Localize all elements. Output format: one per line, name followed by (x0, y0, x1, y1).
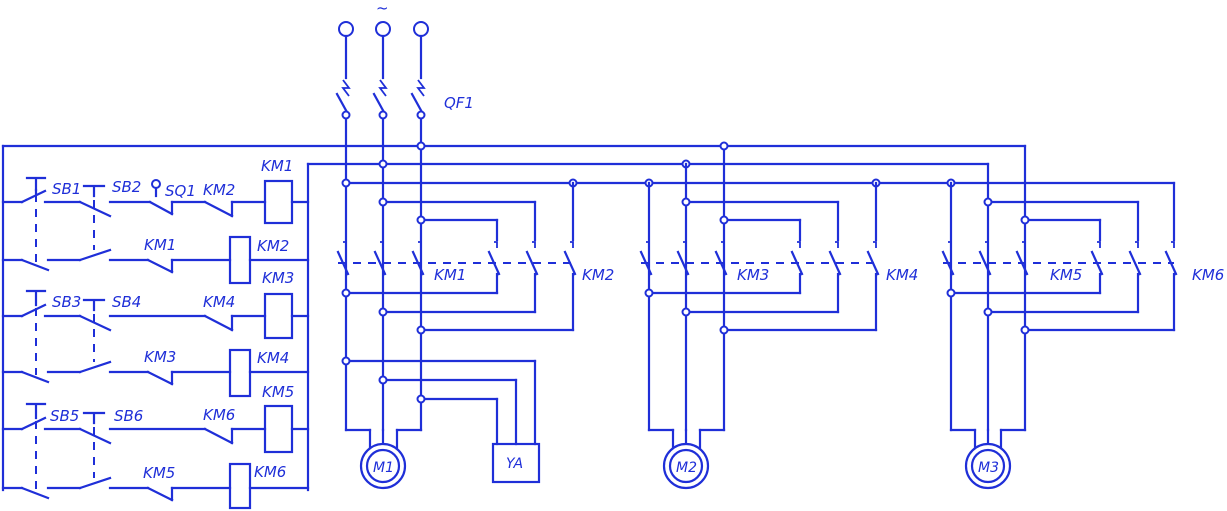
label-m3: M3 (978, 460, 999, 476)
coil-km4 (228, 348, 252, 398)
power-group-3: KM5 KM6 M3 (941, 162, 1224, 490)
label-sq1: SQ1 (165, 182, 196, 200)
label-sb6: SB6 (114, 407, 143, 425)
pushbutton-sb1 (20, 176, 50, 272)
label-contact-row2: KM1 (144, 236, 176, 254)
motor-m3 (964, 442, 1012, 490)
label-contact-row5: KM6 (203, 406, 235, 424)
label-km3-power: KM3 (737, 266, 769, 284)
motor-m2 (662, 442, 710, 490)
supply-terminals: ~ (338, 0, 429, 97)
label-km2-power: KM2 (582, 266, 614, 284)
label-contact-row6: KM5 (143, 464, 175, 482)
coil-km6 (228, 462, 252, 510)
label-sb1: SB1 (52, 180, 81, 198)
power-group-2: KM3 KM4 M2 (639, 162, 918, 490)
pushbutton-sb5 (20, 402, 50, 500)
label-km6-power: KM6 (1192, 266, 1224, 284)
label-coil-row4: KM4 (257, 349, 289, 367)
label-sb3: SB3 (52, 293, 81, 311)
label-coil-row3: KM3 (262, 269, 294, 287)
label-coil-row2: KM2 (257, 237, 289, 255)
label-m1: M1 (373, 460, 394, 476)
label-contact-row1: KM2 (203, 181, 235, 199)
label-sb5: SB5 (50, 407, 79, 425)
label-m2: M2 (676, 460, 697, 476)
brake-ya (491, 442, 541, 484)
coil-km3 (263, 292, 294, 340)
power-buses (1, 117, 1176, 432)
coil-km2 (228, 235, 252, 285)
interlock-contacts (146, 200, 234, 502)
ac-symbol: ~ (376, 0, 389, 17)
label-sb4: SB4 (112, 293, 141, 311)
label-brake: YA (506, 456, 523, 472)
pushbutton-sb3 (20, 289, 50, 384)
pushbutton-sb2 (78, 184, 112, 262)
label-contact-row4: KM3 (144, 348, 176, 366)
label-sb2: SB2 (112, 178, 141, 196)
motor-m1 (359, 442, 407, 490)
label-coil-row6: KM6 (254, 463, 286, 481)
label-coil-row5: KM5 (262, 383, 294, 401)
coil-km1 (263, 179, 294, 225)
limit-switch-sq1 (148, 179, 174, 216)
coil-km5 (263, 404, 294, 454)
label-coil-row1: KM1 (261, 157, 293, 175)
label-km4-power: KM4 (886, 266, 918, 284)
label-contact-row3: KM4 (203, 293, 235, 311)
breaker-qf1: QF1 (335, 92, 474, 120)
breaker-label: QF1 (444, 94, 474, 112)
label-km1-power: KM1 (434, 266, 466, 284)
pushbutton-sb4 (78, 298, 112, 374)
label-km5-power: KM5 (1050, 266, 1082, 284)
pushbutton-sb6 (78, 411, 112, 490)
control-circuit: SB1 SB2 SB3 SB4 SB5 SB6 SQ1 KM2 KM1 KM1 … (1, 144, 310, 510)
power-group-1: KM1 KM2 YA M1 (336, 181, 614, 490)
